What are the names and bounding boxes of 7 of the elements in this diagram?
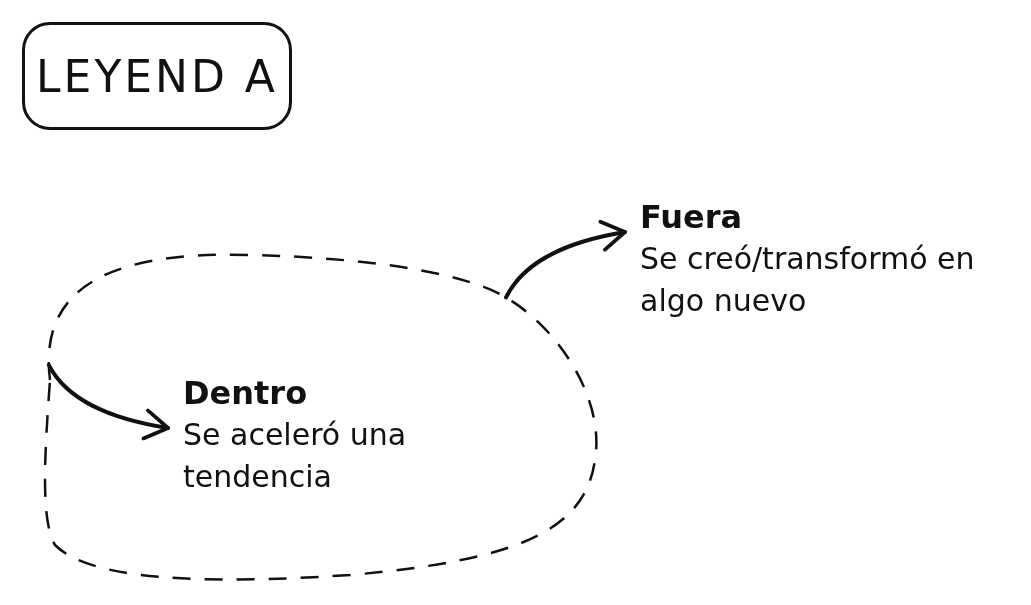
title-box: LEYEND A — [22, 22, 292, 130]
description-text: Se aceleró una tendencia — [183, 416, 408, 496]
curved-arrow — [46, 363, 170, 440]
heading-text: Dentro — [183, 373, 309, 414]
description-text: Se creó/transformó en algo nuevo — [640, 240, 976, 320]
heading-text: Fuera — [640, 197, 744, 238]
curved-arrow — [504, 220, 627, 300]
